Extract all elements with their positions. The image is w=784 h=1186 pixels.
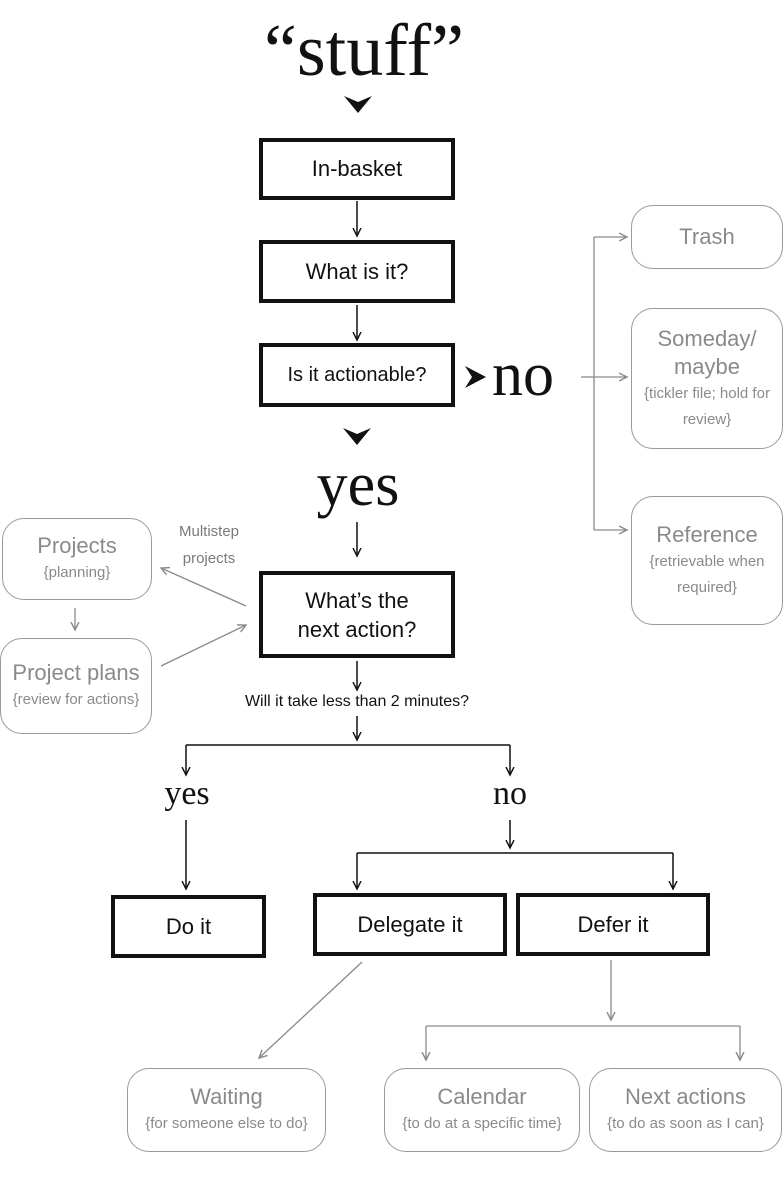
- chevron-down-icon: [344, 96, 372, 113]
- in-basket-label: In-basket: [311, 156, 403, 181]
- reference-sub: {retrievable when required}: [649, 552, 765, 596]
- project-plans-title: Project plans: [12, 660, 140, 685]
- defer-it-label: Defer it: [577, 911, 649, 937]
- calendar-title: Calendar: [437, 1084, 527, 1109]
- waiting-sub: {for someone else to do}: [145, 1115, 308, 1132]
- trash-box: Trash: [631, 205, 783, 269]
- do-it-box: Do it: [111, 895, 266, 958]
- what-is-it-label: What is it?: [305, 258, 409, 284]
- in-basket-box: In-basket: [259, 138, 455, 200]
- chevron-right-icon: [465, 366, 486, 388]
- multistep-label: Multistep projects: [178, 523, 240, 567]
- next-action-box: What’s the next action?: [259, 571, 455, 658]
- someday-title: Someday/ maybe: [657, 325, 757, 379]
- defer-it-box: Defer it: [516, 893, 710, 956]
- arrow-plans-nextaction: [160, 625, 246, 667]
- calendar-box: Calendar {to do at a specific time}: [384, 1068, 580, 1152]
- next-actions-box: Next actions {to do as soon as I can}: [589, 1068, 782, 1152]
- branch-no-label: no: [493, 775, 527, 812]
- next-actions-title: Next actions: [624, 1084, 747, 1109]
- diagram-title: “stuff”: [264, 10, 464, 92]
- waiting-box: Waiting {for someone else to do}: [127, 1068, 326, 1152]
- projects-sub: {planning}: [43, 564, 111, 581]
- waiting-title: Waiting: [190, 1084, 263, 1109]
- branch-yes-label: yes: [164, 775, 210, 812]
- reference-title: Reference: [656, 521, 758, 547]
- next-actions-sub: {to do as soon as I can}: [607, 1115, 764, 1132]
- projects-box: Projects {planning}: [2, 518, 152, 600]
- reference-box: Reference {retrievable when required}: [631, 496, 783, 625]
- calendar-sub: {to do at a specific time}: [402, 1115, 562, 1132]
- next-action-label: What’s the next action?: [297, 587, 417, 642]
- arrow-to-projects: [161, 568, 247, 607]
- trash-title: Trash: [679, 224, 735, 249]
- chevron-down-icon: [343, 428, 371, 445]
- arrow-delegate-waiting: [259, 961, 363, 1058]
- project-plans-sub: {review for actions}: [12, 691, 140, 708]
- someday-maybe-box: Someday/ maybe {tickler file; hold for r…: [631, 308, 783, 449]
- delegate-it-label: Delegate it: [357, 911, 463, 937]
- two-minutes-question: Will it take less than 2 minutes?: [244, 693, 470, 710]
- someday-sub: {tickler file; hold for review}: [644, 384, 770, 428]
- project-plans-box: Project plans {review for actions}: [0, 638, 152, 734]
- what-is-it-box: What is it?: [259, 240, 455, 303]
- actionable-box: Is it actionable?: [259, 343, 455, 407]
- projects-title: Projects: [37, 533, 117, 558]
- yes-label: yes: [316, 451, 400, 519]
- delegate-it-box: Delegate it: [313, 893, 507, 956]
- do-it-label: Do it: [165, 913, 212, 939]
- no-label: no: [492, 341, 554, 409]
- actionable-label: Is it actionable?: [287, 363, 427, 386]
